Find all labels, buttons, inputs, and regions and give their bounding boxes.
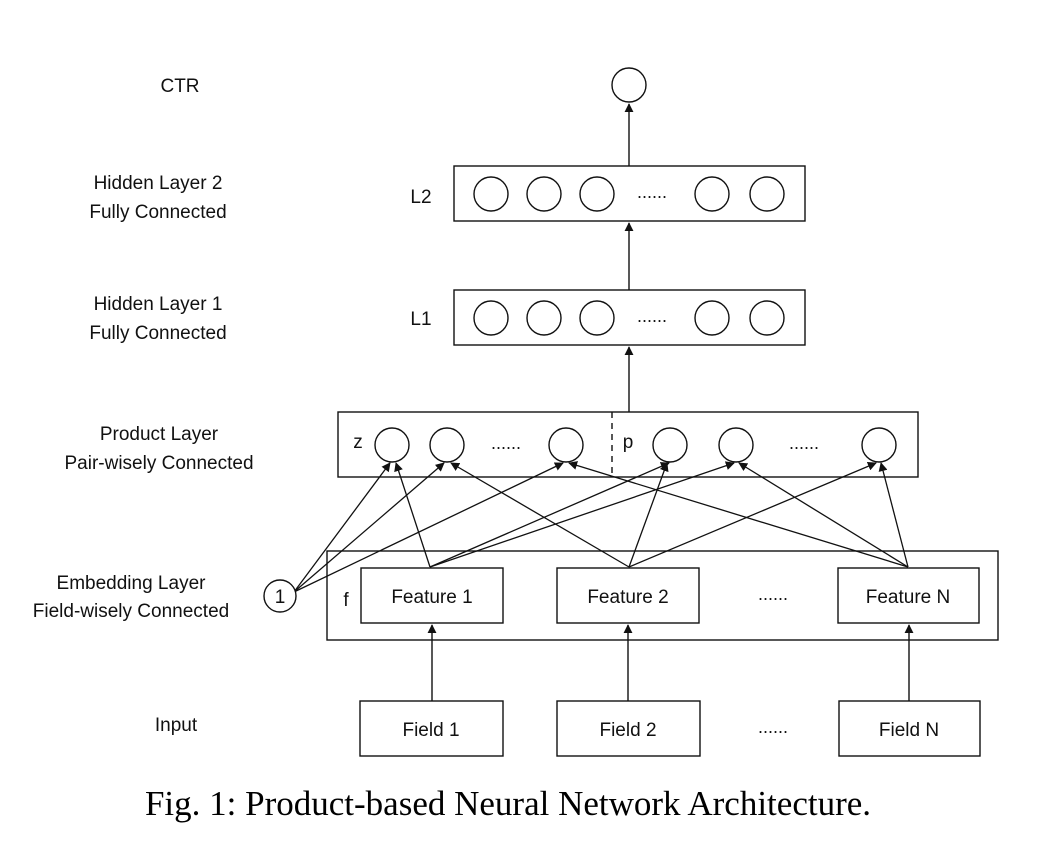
l2-node: [694, 176, 730, 212]
field-box-1: [359, 700, 504, 757]
field-label-1: Field 1: [402, 720, 459, 741]
feature-label-n: Feature N: [866, 587, 950, 608]
label-input: Input: [155, 715, 198, 736]
l2-ellipsis: ......: [637, 182, 667, 202]
feature-ellipsis: ......: [758, 584, 788, 604]
connection-line: [293, 462, 564, 593]
label-hidden-layer-1: Hidden Layer 1: [94, 294, 223, 315]
feature-label-1: Feature 1: [391, 587, 472, 608]
z-node: [429, 427, 465, 463]
connection-line: [293, 462, 445, 593]
field-ellipsis: ......: [758, 717, 788, 737]
l2-node: [526, 176, 562, 212]
label-ctr: CTR: [160, 76, 199, 97]
hidden-layer-1-box: [453, 289, 806, 346]
connection-line: [628, 462, 669, 568]
feature-box-1: [360, 567, 504, 624]
tag-f: f: [343, 590, 349, 611]
l1-node: [473, 300, 509, 336]
figure-caption: Fig. 1: Product-based Neural Network Arc…: [145, 784, 871, 823]
hidden-layer-2-box: [453, 165, 806, 222]
embedding-layer-box: [326, 550, 999, 641]
l1-node: [526, 300, 562, 336]
field-label-n: Field N: [879, 720, 939, 741]
connection-line: [878, 462, 909, 568]
bias-node-label: 1: [275, 587, 286, 608]
connection-line: [568, 461, 909, 568]
z-node: [548, 427, 584, 463]
connection-line: [738, 462, 909, 568]
l1-ellipsis: ......: [637, 306, 667, 326]
l1-node: [694, 300, 730, 336]
p-node: [861, 427, 897, 463]
connection-line: [293, 462, 391, 593]
z-ellipsis: ......: [491, 433, 521, 453]
ctr-output-node: [611, 67, 647, 103]
l1-node: [749, 300, 785, 336]
field-label-2: Field 2: [599, 720, 656, 741]
field-box-2: [556, 700, 701, 757]
label-embedding-layer-sub: Field-wisely Connected: [33, 601, 229, 622]
l1-node: [579, 300, 615, 336]
label-product-layer: Product Layer: [100, 424, 219, 445]
tag-z: z: [353, 432, 363, 453]
label-hidden-layer-1-sub: Fully Connected: [89, 323, 226, 344]
feature-box-2: [556, 567, 700, 624]
feature-label-2: Feature 2: [587, 587, 668, 608]
pairwise-connections: [293, 461, 909, 593]
connection-line: [628, 461, 877, 568]
label-hidden-layer-2: Hidden Layer 2: [94, 173, 223, 194]
tag-p: p: [623, 432, 634, 453]
connection-line: [394, 462, 431, 568]
label-product-layer-sub: Pair-wisely Connected: [64, 453, 253, 474]
tag-l1: L1: [410, 309, 431, 330]
l2-node: [749, 176, 785, 212]
bias-node: [263, 579, 297, 613]
p-ellipsis: ......: [789, 433, 819, 453]
field-box-n: [838, 700, 981, 757]
label-hidden-layer-2-sub: Fully Connected: [89, 202, 226, 223]
z-node: [374, 427, 410, 463]
connection-line: [429, 462, 670, 568]
l2-node: [473, 176, 509, 212]
p-node: [652, 427, 688, 463]
feature-box-n: [837, 567, 980, 624]
connection-line: [429, 461, 735, 568]
connection-line: [450, 462, 630, 568]
l2-node: [579, 176, 615, 212]
label-embedding-layer: Embedding Layer: [57, 573, 207, 594]
p-node: [718, 427, 754, 463]
tag-l2: L2: [410, 187, 431, 208]
